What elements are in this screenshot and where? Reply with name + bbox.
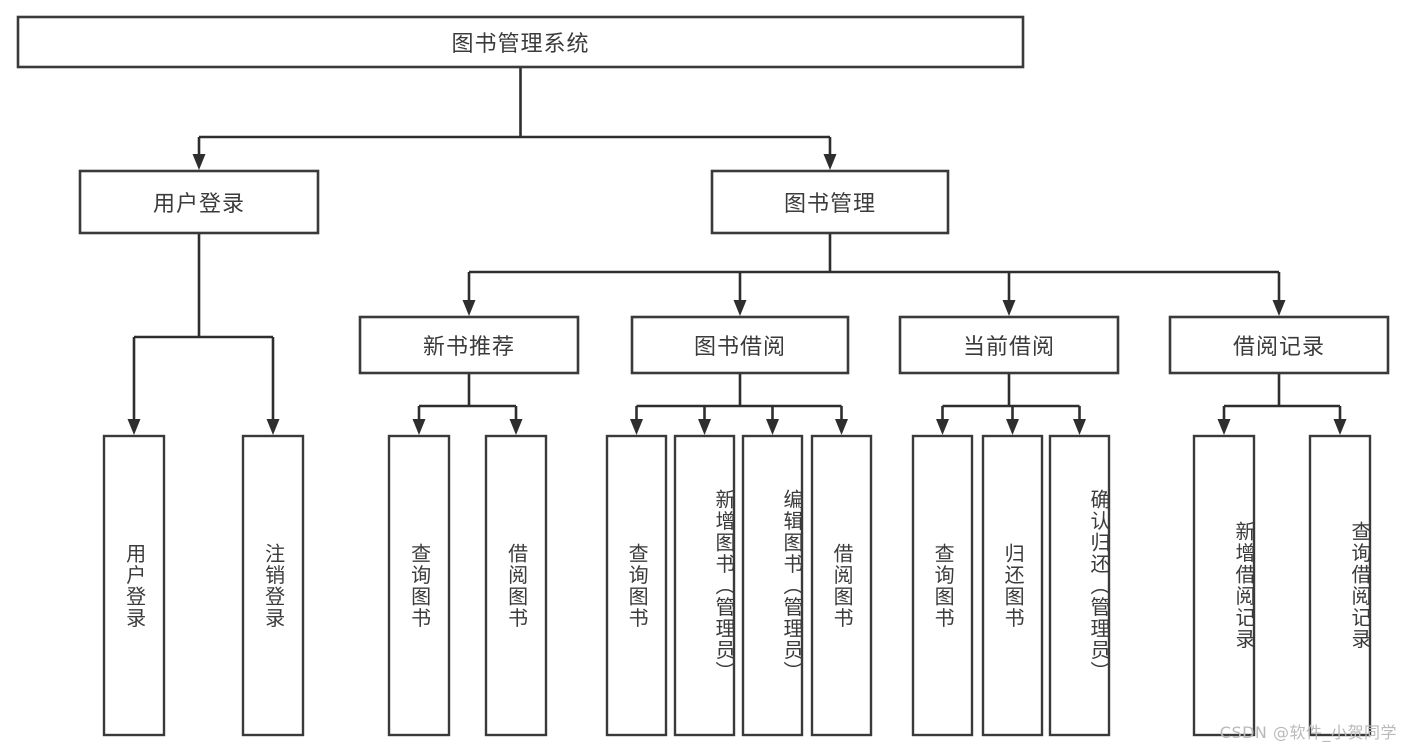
arrow-head-icon: [766, 419, 779, 435]
arrow-head-icon: [733, 300, 747, 316]
node-box-n_book_mgmt[interactable]: [710, 169, 950, 235]
arrow-head-icon: [823, 154, 837, 170]
arrow-head-icon: [1006, 419, 1019, 435]
node-box-l_add_record[interactable]: [1192, 434, 1256, 737]
arrow-head-icon: [1333, 419, 1347, 435]
watermark-text: CSDN @软件_小贺同学: [1219, 723, 1397, 742]
node-box-l_borrow_book_1[interactable]: [484, 434, 548, 737]
arrow-head-icon: [630, 419, 643, 435]
arrow-head-icon: [936, 419, 949, 435]
arrow-head-icon: [1073, 419, 1086, 435]
node-box-n_borrow[interactable]: [630, 315, 850, 375]
arrow-head-icon: [412, 419, 426, 435]
node-box-n_user_login[interactable]: [78, 169, 320, 235]
arrow-head-icon: [1272, 300, 1286, 316]
connector-layer: [127, 67, 1347, 435]
node-box-l_edit_book[interactable]: [741, 434, 804, 737]
node-box-l_logout[interactable]: [241, 434, 305, 737]
arrow-head-icon: [835, 419, 848, 435]
arrow-head-icon: [192, 154, 206, 170]
node-box-l_query_book_2[interactable]: [605, 434, 668, 737]
node-box-l_return_book[interactable]: [981, 434, 1044, 737]
node-box-l_query_book_1[interactable]: [387, 434, 451, 737]
arrow-head-icon: [266, 419, 280, 435]
node-box-n_records[interactable]: [1168, 315, 1390, 375]
node-box-n_current[interactable]: [898, 315, 1120, 375]
node-box-root[interactable]: [16, 15, 1025, 69]
node-box-l_query_book_3[interactable]: [911, 434, 974, 737]
arrow-head-icon: [462, 300, 476, 316]
node-box-l_add_book[interactable]: [673, 434, 736, 737]
node-box-n_new_book[interactable]: [358, 315, 580, 375]
arrow-head-icon: [1002, 300, 1016, 316]
node-box-layer: [16, 15, 1390, 737]
node-box-l_user_login[interactable]: [102, 434, 166, 737]
arrow-head-icon: [127, 419, 141, 435]
arrow-head-icon: [698, 419, 711, 435]
node-box-l_query_record[interactable]: [1308, 434, 1372, 737]
arrow-head-icon: [1217, 419, 1231, 435]
node-box-l_confirm_return[interactable]: [1048, 434, 1111, 737]
arrow-head-icon: [509, 419, 523, 435]
node-box-l_borrow_book_2[interactable]: [810, 434, 873, 737]
